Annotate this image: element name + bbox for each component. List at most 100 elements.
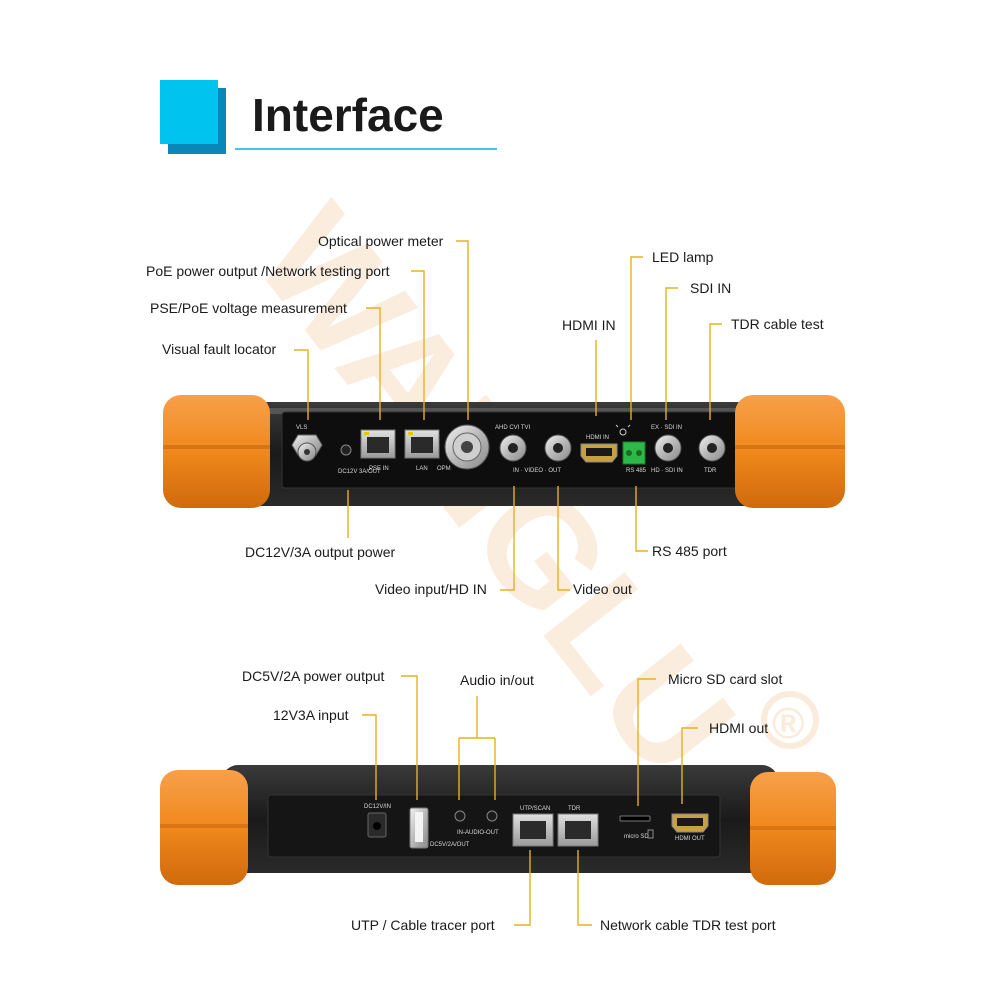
leader-micro-sd (637, 678, 656, 806)
callout-sdi-in: SDI IN (690, 280, 731, 296)
top-bumper-left (163, 395, 270, 508)
bottom-device: DC12V/IN DC5V/2A/OUT IN-AUDIO-OUT UTP/SC… (160, 765, 836, 885)
hdmi-in-label: HDMI IN (586, 435, 609, 441)
hdmi-in-port[interactable]: HDMI IN (580, 435, 618, 463)
leader-tdr (709, 323, 722, 420)
bnc-tdr-core (707, 443, 717, 453)
led-ray-2 (627, 424, 631, 428)
leader-pse (366, 307, 381, 420)
dc-in-hole (373, 822, 381, 830)
hdmi-out-socket (677, 818, 703, 826)
lan-rj45-socket (411, 437, 433, 453)
callout-video-input: Video input/HD IN (375, 581, 487, 597)
micro-sd-slot[interactable]: micro SD (619, 815, 654, 840)
leader-opm (456, 240, 469, 420)
tdr-rj45-socket (565, 821, 591, 839)
top-callouts: Optical power meter PoE power output /Ne… (146, 233, 824, 597)
callout-optical-power-meter: Optical power meter (318, 233, 444, 249)
watermark-registered-icon (761, 691, 819, 749)
rs485-screw-2 (636, 450, 642, 456)
dc-out-label: DC12V 3A/OUT (338, 469, 381, 475)
top-bumper-right (735, 395, 845, 508)
pse-in-port[interactable]: PSE IN (360, 429, 396, 472)
header-square-front (160, 80, 218, 144)
page-title: Interface (252, 89, 444, 141)
top-rail (230, 408, 770, 414)
watermark-registered-symbol: ® (772, 699, 804, 748)
dc-out-jack-icon (340, 444, 352, 456)
opm-center (461, 441, 473, 453)
callout-utp-tracer: UTP / Cable tracer port (351, 917, 495, 933)
led-lamp (615, 424, 631, 436)
bnc-out-core (553, 443, 563, 453)
lan-led-icon (408, 432, 413, 435)
bottom-callouts: DC5V/2A power output 12V3A input Audio i… (242, 668, 782, 933)
vfl-port[interactable]: VLS (291, 425, 323, 462)
sdi-in-port[interactable]: EX · SDI IN HD · SDI IN (651, 425, 683, 474)
callout-rs485-port: RS 485 port (652, 543, 727, 559)
lan-label: LAN (416, 466, 428, 472)
rs485-port[interactable]: RS 485 (622, 441, 647, 474)
leader-vfl (294, 349, 309, 420)
bottom-bumper-left-shadow (160, 824, 248, 828)
bottom-tdr-port[interactable]: TDR (557, 806, 599, 847)
vls-label: VLS (296, 425, 307, 431)
leader-12v (362, 714, 377, 800)
leader-utp (514, 850, 531, 926)
hdmi-out-port[interactable]: HDMI OUT (671, 813, 709, 842)
video-out-port[interactable]: IN · VIDEO · OUT (513, 434, 572, 474)
bnc-in-core (508, 443, 518, 453)
callout-tdr-test: TDR cable test (731, 316, 824, 332)
micro-sd-slot-icon (619, 815, 651, 822)
leader-hdmi-out (681, 727, 698, 804)
audio-io-label: IN-AUDIO-OUT (457, 830, 499, 836)
callout-vfl: Visual fault locator (162, 341, 276, 357)
dc-in-port[interactable]: DC12V/IN (364, 804, 391, 838)
tdr-port[interactable]: TDR (698, 434, 726, 474)
callout-audio: Audio in/out (460, 672, 534, 688)
leader-tdr-bottom (577, 850, 592, 926)
micro-sd-card-icon (647, 829, 654, 839)
opm-label: OPM (437, 466, 451, 472)
callout-led-lamp: LED lamp (652, 249, 714, 265)
hdmi-in-socket (586, 448, 612, 456)
bottom-panel (267, 794, 721, 858)
rs485-screw-1 (626, 450, 632, 456)
vfl-center (304, 449, 310, 455)
bottom-tdr-label: TDR (568, 806, 581, 812)
top-bumper-right-shadow (735, 445, 845, 449)
leader-poe (411, 270, 425, 420)
opm-port[interactable] (444, 424, 490, 470)
callout-12v-input: 12V3A input (273, 707, 349, 723)
bnc-sdi-core (663, 443, 673, 453)
callout-hdmi-in: HDMI IN (562, 317, 616, 333)
leader-video-in (500, 486, 515, 591)
lan-port[interactable]: LAN OPM (404, 429, 451, 472)
callout-hdmi-out: HDMI out (709, 720, 768, 736)
bottom-bumper-right-shadow (750, 826, 836, 830)
pse-rj45-socket (367, 437, 389, 453)
pse-label: PSE IN (369, 466, 389, 472)
leader-led (630, 256, 643, 420)
video-io-label: IN · VIDEO · OUT (513, 468, 561, 474)
dc12v-out-port[interactable]: DC12V 3A/OUT (338, 444, 381, 475)
audio-in-jack-icon (454, 810, 466, 822)
rs485-label: RS 485 (626, 468, 647, 474)
utp-scan-port[interactable]: UTP/SCAN (512, 806, 554, 847)
callout-tdr-port: Network cable TDR test port (600, 917, 776, 933)
audio-ports[interactable]: IN-AUDIO-OUT (454, 810, 499, 836)
usb-tongue (415, 812, 423, 842)
rs485-terminal-icon (622, 441, 646, 465)
callout-pse-voltage: PSE/PoE voltage measurement (150, 300, 347, 316)
callout-micro-sd: Micro SD card slot (668, 671, 782, 687)
callout-dc-output: DC12V/3A output power (245, 544, 396, 560)
dc5v-out-label: DC5V/2A/OUT (430, 842, 470, 848)
leader-sdi (665, 287, 678, 420)
usb-port[interactable]: DC5V/2A/OUT (409, 807, 470, 849)
leader-audio (458, 696, 496, 800)
video-in-port[interactable]: AHD CVI TVI (495, 425, 531, 462)
top-bumper-left-shadow (163, 445, 270, 449)
leader-video-out (557, 486, 570, 591)
callout-video-out: Video out (573, 581, 632, 597)
